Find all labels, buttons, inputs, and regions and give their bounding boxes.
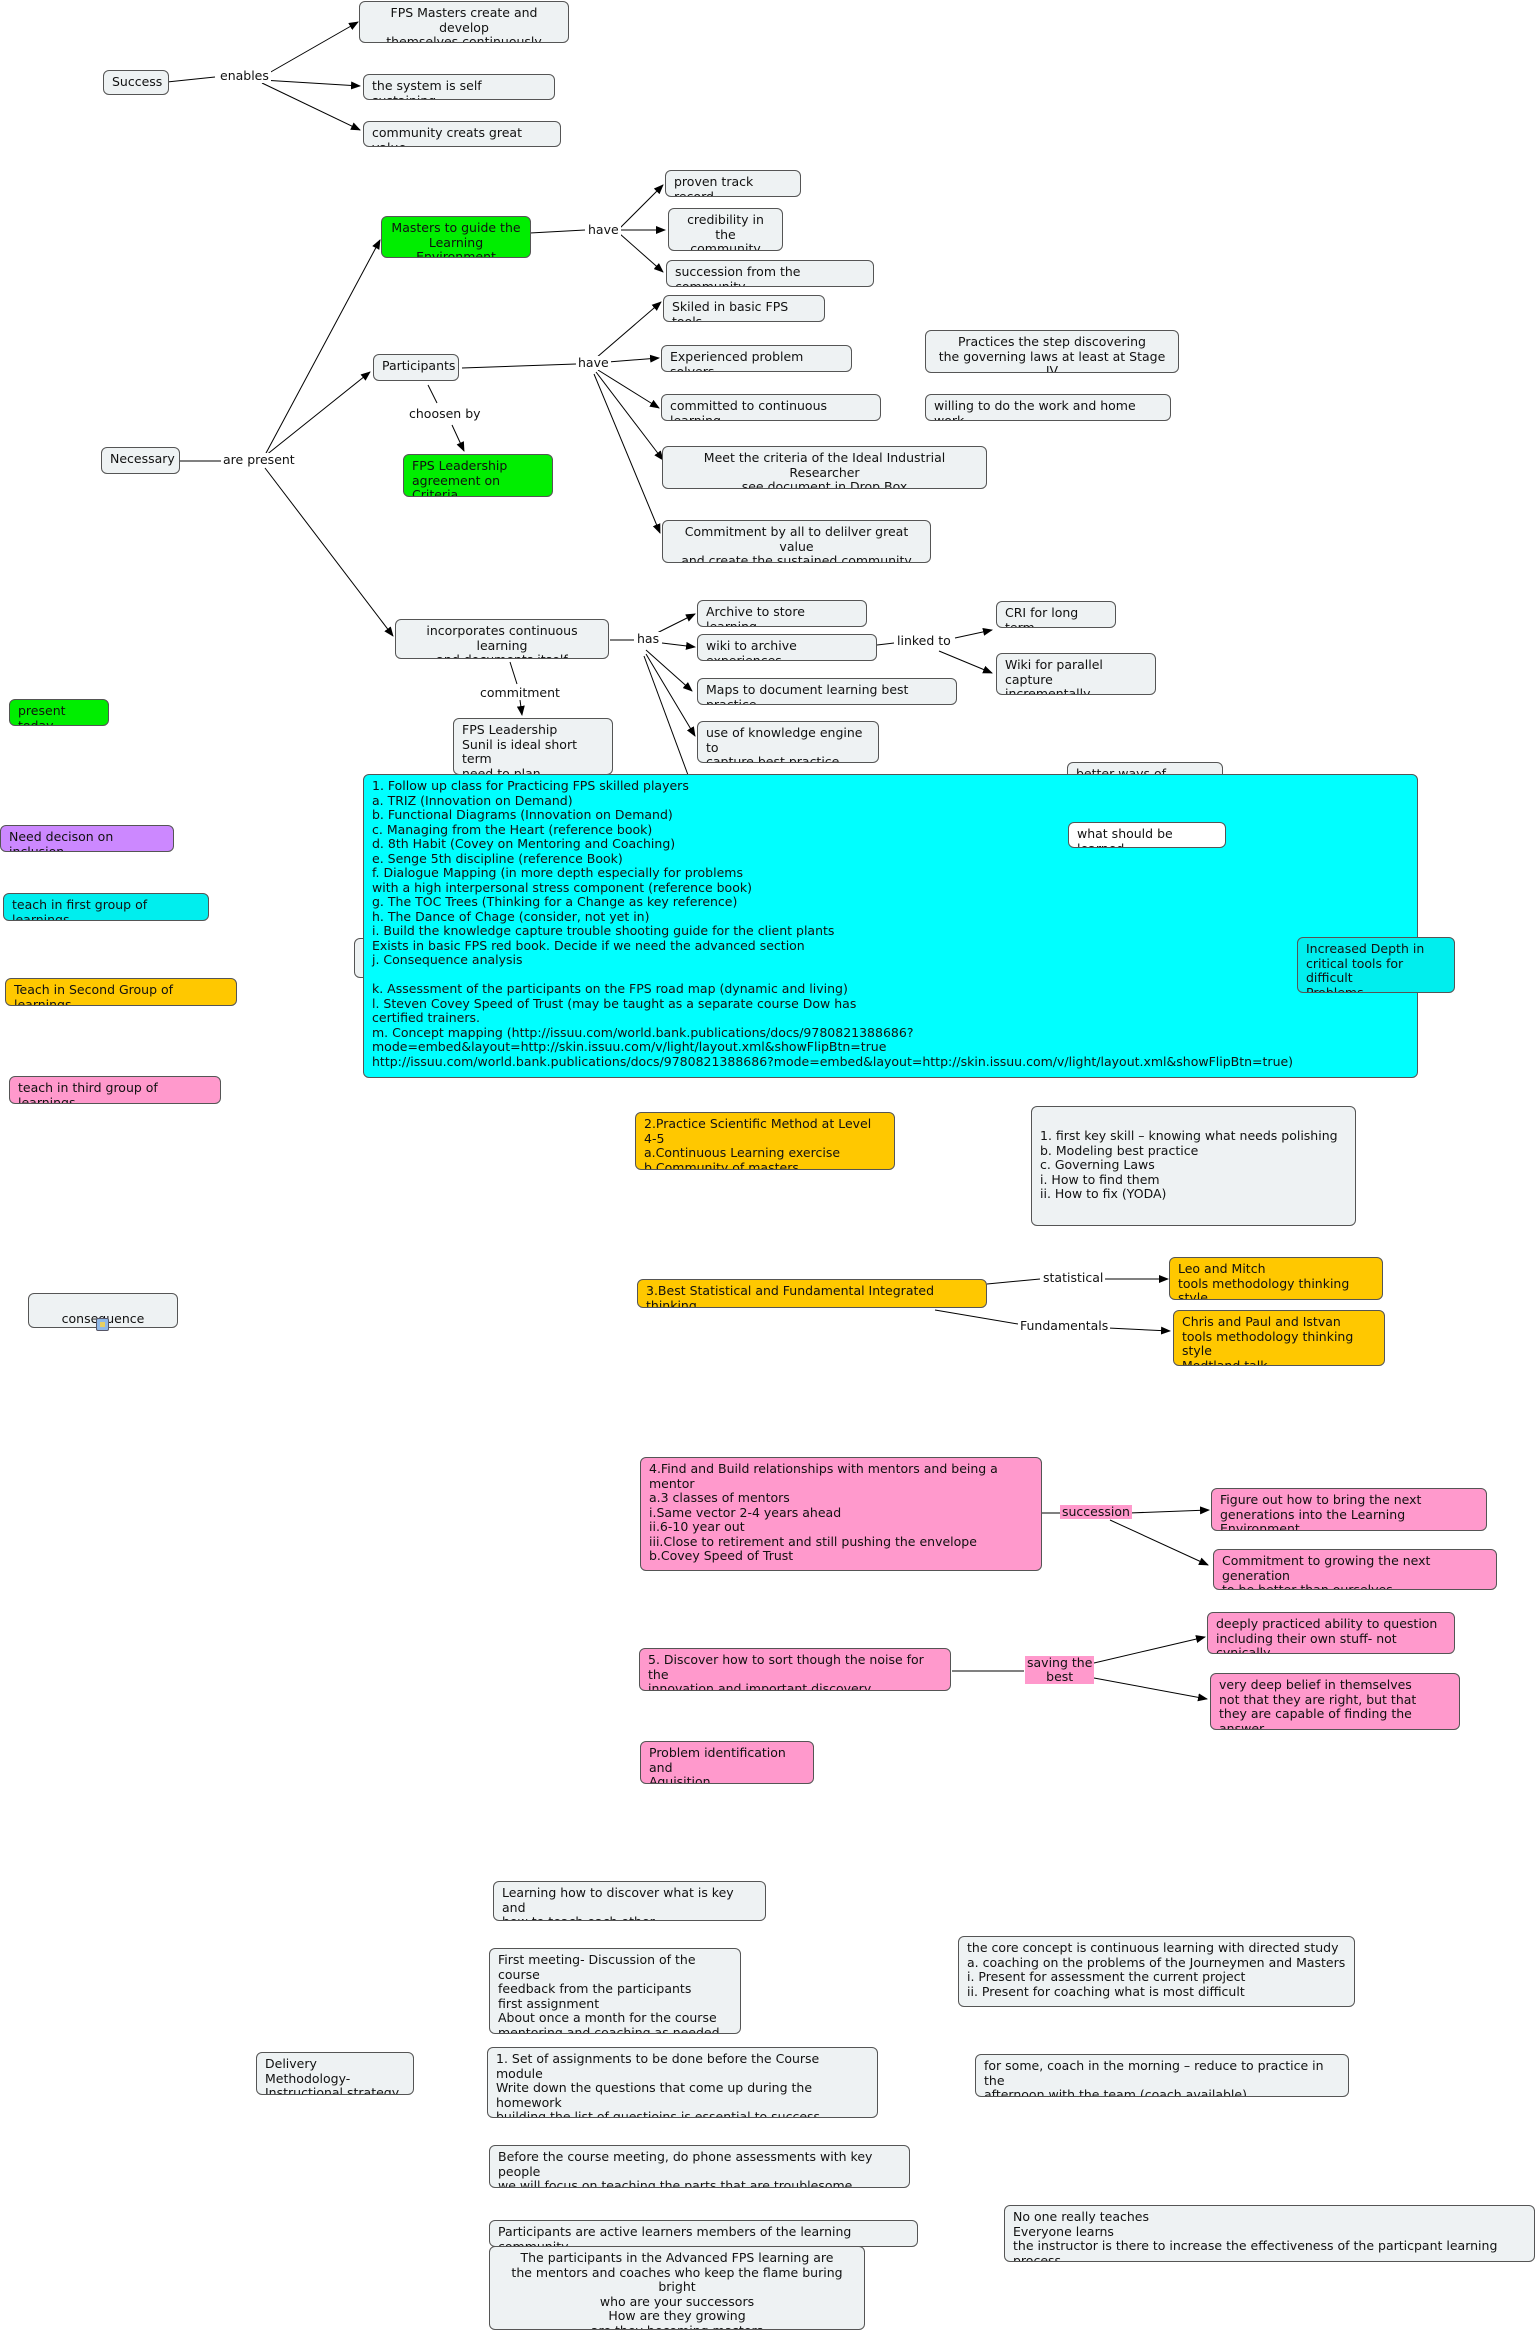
problem-identification-node[interactable]: Problem identification and Aquisition	[640, 1741, 814, 1784]
self-sustaining-node[interactable]: the system is self sustaining	[363, 74, 555, 100]
deeply-practiced-node[interactable]: deeply practiced ability to question inc…	[1207, 1612, 1455, 1654]
advanced-fps-node[interactable]: The participants in the Advanced FPS lea…	[489, 2246, 865, 2330]
link-label-have-participants: have	[576, 355, 611, 370]
legend-second-group: Teach in Second Group of learnings	[5, 978, 237, 1006]
credibility-node[interactable]: credibility in the community	[668, 208, 783, 251]
track-record-node[interactable]: proven track record	[665, 170, 801, 197]
community-value-node[interactable]: community creats great value	[363, 121, 561, 147]
link-label-succession: succession	[1060, 1504, 1132, 1519]
image-attachment-icon[interactable]	[96, 1318, 109, 1331]
committed-node[interactable]: committed to continuous learning	[661, 394, 881, 421]
archive-node[interactable]: Archive to store learning	[697, 600, 867, 627]
legend-first-group: teach in first group of learnings	[3, 893, 209, 921]
commitment-growing-node[interactable]: Commitment to growing the next generatio…	[1213, 1549, 1497, 1590]
skilled-node[interactable]: Skiled in basic FPS tools	[663, 295, 825, 322]
link-label-choosen-by: choosen by	[407, 406, 483, 421]
link-label-enables: enables	[218, 68, 271, 83]
incorporates-node[interactable]: incorporates continuous learning and doc…	[395, 619, 609, 659]
link-label-fundamentals: Fundamentals	[1018, 1318, 1111, 1333]
knowledge-engine-node[interactable]: use of knowledge engine to capture best …	[697, 721, 879, 763]
legend-third-group: teach in third group of learnings	[9, 1076, 221, 1104]
assignments-node[interactable]: 1. Set of assignments to be done before …	[487, 2047, 878, 2118]
mentors-node[interactable]: 4.Find and Build relationships with ment…	[640, 1457, 1042, 1571]
masters-guide-node[interactable]: Masters to guide the Learning Environmen…	[381, 216, 531, 258]
wiki-parallel-node[interactable]: Wiki for parallel capture incrementally	[996, 653, 1156, 695]
commitment-all-node[interactable]: Commitment by all to delilver great valu…	[662, 520, 931, 563]
link-label-has: has	[635, 631, 662, 646]
what-learned-node[interactable]: what should be learned	[1068, 822, 1226, 848]
leadership-criteria-node[interactable]: FPS Leadership agreement on Criteria	[403, 454, 553, 497]
legend-need-decision: Need decison on inclusion	[0, 825, 174, 852]
wiki-node[interactable]: wiki to archive experiences	[697, 634, 877, 661]
link-label-have-masters: have	[586, 222, 621, 237]
participants-node[interactable]: Participants	[373, 354, 459, 381]
leo-mitch-node[interactable]: Leo and Mitch tools methodology thinking…	[1169, 1257, 1383, 1300]
learning-discover-node[interactable]: Learning how to discover what is key and…	[493, 1881, 766, 1921]
increased-depth-node[interactable]: Increased Depth in critical tools for di…	[1297, 937, 1455, 993]
necessary-node[interactable]: Necessary	[101, 447, 180, 474]
discover-sort-node[interactable]: 5. Discover how to sort though the noise…	[639, 1648, 951, 1691]
fps-leadership-sunil-node[interactable]: FPS Leadership Sunil is ideal short term…	[453, 718, 613, 775]
link-label-statistical: statistical	[1041, 1270, 1106, 1285]
willing-node[interactable]: willing to do the work and home work	[925, 394, 1171, 421]
maps-node[interactable]: Maps to document learning best practice	[697, 678, 957, 705]
figure-out-node[interactable]: Figure out how to bring the next generat…	[1211, 1488, 1487, 1531]
delivery-methodology-node[interactable]: Delivery Methodology- Instructional stra…	[256, 2052, 414, 2095]
legend-present-today: present today	[9, 699, 109, 726]
before-meeting-node[interactable]: Before the course meeting, do phone asse…	[489, 2145, 910, 2188]
success-node[interactable]: Success	[103, 70, 169, 95]
link-label-saving-best: saving the best	[1025, 1655, 1095, 1684]
core-concept-node[interactable]: the core concept is continuous learning …	[958, 1936, 1355, 2007]
chris-paul-node[interactable]: Chris and Paul and Istvan tools methodol…	[1173, 1310, 1385, 1366]
first-meeting-node[interactable]: First meeting- Discussion of the course …	[489, 1948, 741, 2034]
statistical-thinking-node[interactable]: 3.Best Statistical and Fundamental Integ…	[637, 1279, 987, 1308]
no-one-teaches-node[interactable]: No one really teaches Everyone learns th…	[1004, 2205, 1535, 2262]
some-coach-node[interactable]: for some, coach in the morning – reduce …	[975, 2054, 1349, 2097]
key-skill-node[interactable]: 1. first key skill – knowing what needs …	[1031, 1106, 1356, 1226]
ideal-researcher-node[interactable]: Meet the criteria of the Ideal Industria…	[662, 446, 987, 489]
experienced-node[interactable]: Experienced problem solvers	[661, 345, 852, 372]
link-label-are-present: are present	[221, 452, 297, 467]
succession-community-node[interactable]: succession from the community	[666, 260, 874, 287]
link-label-linked-to: linked to	[895, 633, 953, 648]
scientific-method-node[interactable]: 2.Practice Scientific Method at Level 4-…	[635, 1112, 895, 1170]
practices-step-node[interactable]: Practices the step discovering the gover…	[925, 330, 1179, 373]
active-learners-node[interactable]: Participants are active learners members…	[489, 2220, 918, 2247]
first-group-list[interactable]: 1. Follow up class for Practicing FPS sk…	[363, 774, 1418, 1078]
fps-masters-node[interactable]: FPS Masters create and develop themselve…	[359, 1, 569, 43]
link-label-commitment: commitment	[478, 685, 562, 700]
deep-belief-node[interactable]: very deep belief in themselves not that …	[1210, 1673, 1460, 1730]
cri-node[interactable]: CRI for long term	[996, 601, 1116, 628]
